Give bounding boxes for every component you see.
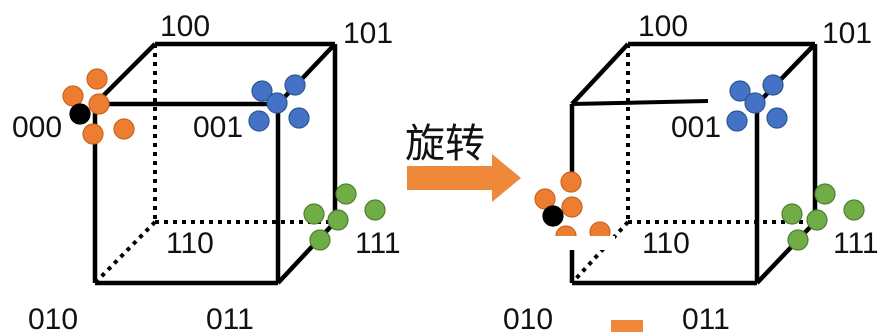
left-blue-cluster	[248, 74, 310, 132]
blue-point	[288, 107, 310, 129]
right-label-101: 101	[822, 17, 872, 50]
edge	[93, 42, 157, 106]
blue-point	[766, 107, 788, 129]
blue-point	[284, 74, 306, 96]
left-label-100: 100	[160, 10, 210, 43]
left-orange-cluster	[62, 68, 135, 145]
edge	[755, 42, 817, 106]
left-label-101: 101	[343, 17, 393, 50]
orange-point	[534, 188, 556, 210]
orange-point	[560, 171, 582, 193]
blue-point	[729, 80, 751, 102]
right-label-100: 100	[638, 10, 688, 43]
green-point	[806, 209, 828, 231]
edge	[570, 42, 630, 106]
arrow-label: 旋转	[405, 121, 485, 167]
green-point	[814, 183, 836, 205]
orange-point	[86, 68, 108, 90]
right-blue-cluster	[726, 74, 788, 132]
edge	[276, 42, 337, 106]
blue-point	[248, 110, 270, 132]
blue-point	[744, 92, 766, 114]
blue-point	[251, 80, 273, 102]
left-label-001: 001	[193, 111, 243, 144]
orange-point	[561, 196, 583, 218]
rotate-arrow: 旋转	[405, 121, 643, 332]
right-label-001: 001	[671, 111, 721, 144]
green-point	[364, 199, 386, 221]
right-label-010: 010	[503, 303, 553, 332]
green-point	[335, 183, 357, 205]
blue-point	[266, 92, 288, 114]
arrow-icon	[407, 154, 521, 202]
left-green-cluster	[303, 183, 386, 251]
green-point	[843, 199, 865, 221]
black-point	[542, 205, 564, 227]
edge	[755, 220, 817, 285]
green-point	[327, 209, 349, 231]
green-point	[781, 203, 803, 225]
arrow-stub	[611, 320, 643, 332]
hidden-edge	[93, 220, 157, 285]
right-cube	[569, 41, 818, 286]
orange-point	[62, 85, 84, 107]
right-green-cluster	[781, 183, 865, 251]
green-point	[303, 203, 325, 225]
green-point	[309, 229, 331, 251]
left-label-010: 010	[28, 303, 78, 332]
right-label-110: 110	[642, 227, 690, 260]
green-point	[787, 229, 809, 251]
occluder	[535, 236, 615, 250]
orange-point	[82, 123, 104, 145]
blue-point	[762, 74, 784, 96]
right-label-011: 011	[682, 303, 730, 332]
black-point	[69, 103, 91, 125]
left-label-011: 011	[206, 303, 254, 332]
edge	[571, 99, 709, 106]
orange-point	[88, 93, 110, 115]
left-label-111: 111	[355, 227, 401, 260]
left-label-110: 110	[166, 227, 214, 260]
edge	[276, 220, 337, 285]
right-orange-cluster	[534, 171, 611, 247]
orange-point	[113, 118, 135, 140]
right-label-111: 111	[833, 227, 879, 260]
blue-point	[726, 110, 748, 132]
left-label-000: 000	[12, 111, 62, 144]
